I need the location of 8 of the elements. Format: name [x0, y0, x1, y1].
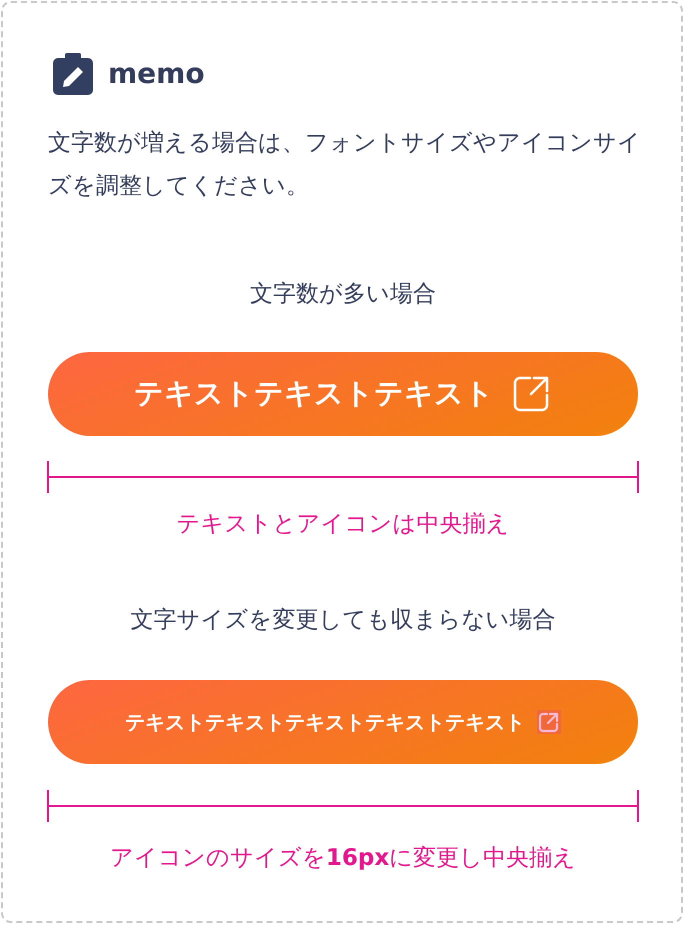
note-text: テキストとアイコンは中央揃え [176, 510, 510, 539]
pill-button: テキストテキストテキストテキストテキスト [48, 680, 638, 764]
section-heading: 文字数が多い場合 [249, 280, 437, 309]
note-text: アイコンのサイズを16pxに変更し中央揃え [108, 844, 578, 873]
description-text: 文字数が増える場合は、フォントサイズやアイコンサイズを調整してください。 [48, 129, 642, 201]
pill-button: テキストテキストテキスト [48, 352, 638, 436]
section-heading: 文字サイズを変更しても収まらない場合 [130, 606, 556, 635]
heading: memo [108, 56, 205, 92]
